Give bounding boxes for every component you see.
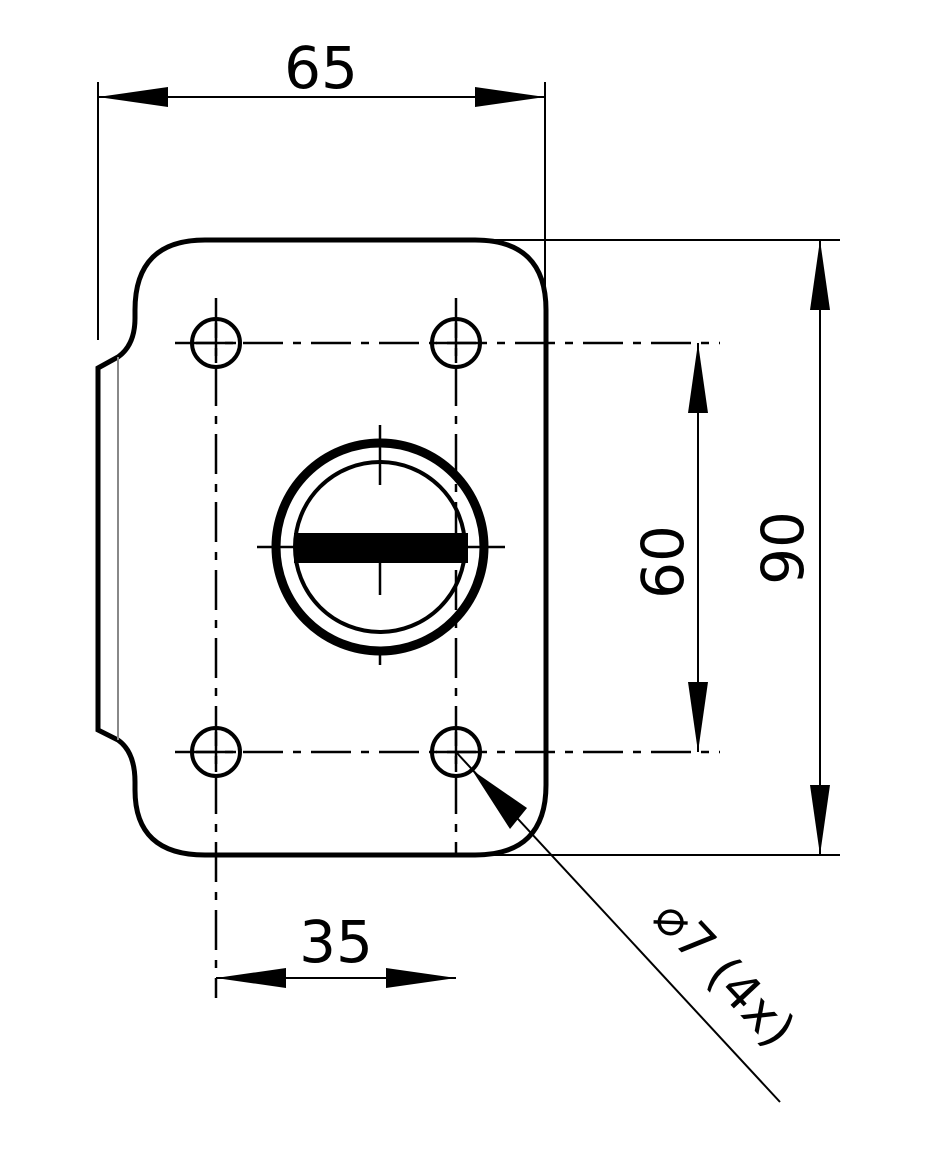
hole-crosses [196, 323, 476, 772]
dim-label-35: 35 [299, 908, 373, 976]
dim-height-overall [490, 239, 840, 856]
lock-slot [294, 533, 468, 563]
lock-outer-ring [271, 438, 489, 656]
mounting-holes [190, 317, 482, 778]
dim-label-90: 90 [749, 511, 817, 585]
leader-arrowhead [472, 770, 527, 829]
hole-top-right [430, 317, 482, 369]
hole-note: ⌀7 (4x) [642, 888, 806, 1058]
dim-width-overall [97, 82, 546, 340]
hole-bottom-right [430, 726, 482, 778]
dim-label-65: 65 [284, 34, 358, 102]
dim-label-60: 60 [629, 525, 697, 599]
hole-top-left [190, 317, 242, 369]
centerlines [175, 298, 720, 998]
plate-outline [95, 237, 549, 858]
hole-bottom-left [190, 726, 242, 778]
